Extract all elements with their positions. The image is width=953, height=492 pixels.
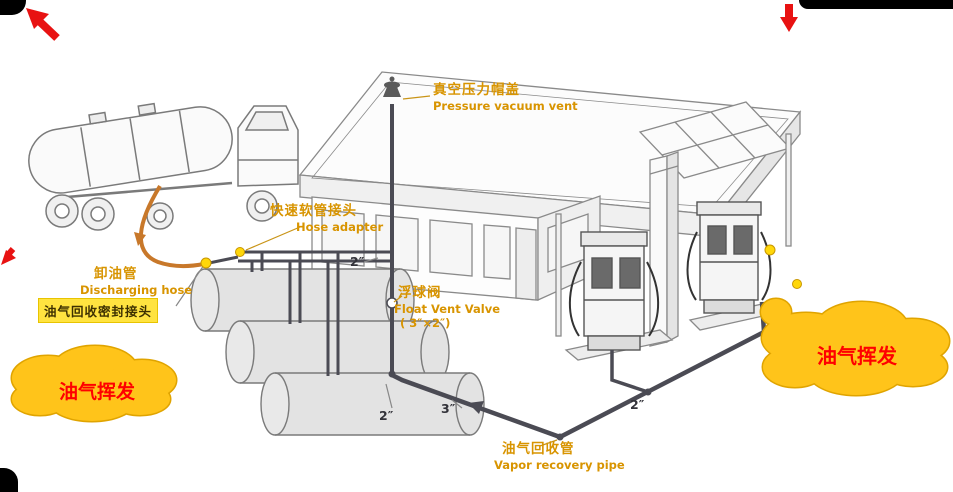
float-vent-valve-label-en: Float Vent Valve [394, 301, 500, 316]
truck-cab [237, 105, 299, 187]
float-vent-valve-label-zh: 浮球阀 [398, 285, 442, 301]
vapor-callout-right-text: 油气挥发 [817, 344, 897, 368]
hose-adapter-label-en: Hose adapter [296, 219, 384, 234]
corner-mask-top-right [799, 0, 953, 9]
fuel-dispenser-right [686, 201, 772, 314]
pressure-vent-label-zh: 真空压力帽盖 [433, 82, 520, 98]
vapor-leak-dot-icon [764, 244, 776, 256]
canopy-column [555, 213, 562, 337]
canopy-pillar [649, 151, 679, 347]
dispenser-screen [619, 257, 641, 289]
discharging-hose-label-zh: 卸油管 [94, 266, 138, 282]
vapor-recovery-pipe-label-zh: 油气回收管 [502, 441, 575, 457]
pressure-vacuum-vent-cap [383, 76, 401, 97]
red-arrow-top-right-icon [780, 4, 798, 32]
discharging-hose-label: 卸油管 Discharging hose [80, 266, 192, 297]
fuel-hose [646, 261, 660, 337]
fuel-dispenser-left [568, 231, 660, 351]
pressure-vent-label: 真空压力帽盖 Pressure vacuum vent [433, 82, 578, 113]
vapor-leak-dot-icon [235, 247, 245, 257]
dispenser-screen [733, 225, 753, 255]
dispenser-branch-pipe [610, 350, 649, 394]
fuel-hose [568, 261, 582, 337]
vapor-callout-left-text: 油气挥发 [58, 381, 135, 403]
kiosk-window [429, 219, 473, 277]
kiosk-door [515, 227, 537, 301]
vapor-recovery-pipe-label: 油气回收管 Vapor recovery pipe [494, 441, 625, 472]
vapor-pipe-network [208, 104, 767, 441]
float-vent-valve-symbol [386, 297, 398, 309]
truck-wheels [45, 190, 278, 231]
float-vent-valve-label-size: ( 3″×2″) [400, 316, 451, 331]
pipe-size-tank-riser: 2″ [379, 408, 394, 423]
hose-flow-arrow-icon [134, 232, 146, 246]
vapor-leak-dot-icon [792, 279, 802, 289]
pipe-size-main: 3″ [441, 401, 456, 416]
canopy-column [785, 133, 792, 247]
red-pointer-arrows [1, 4, 798, 265]
fuel-hose [760, 231, 772, 301]
sealed-connector-label: 油气回收密封接头 [38, 298, 159, 323]
red-arrow-top-left-icon [26, 8, 60, 41]
pipe-size-header: 2″ [350, 254, 365, 269]
pipe-junction [388, 370, 396, 378]
hose-adapter-label-zh: 快速软管接头 [270, 203, 357, 219]
tank-trailer [28, 102, 233, 194]
kiosk-window [483, 224, 511, 280]
kiosk-window [375, 214, 419, 272]
discharging-hose-label-en: Discharging hose [80, 282, 193, 297]
label-leader-lines [175, 95, 558, 447]
pipe-flow-arrow-icon [468, 401, 484, 414]
corner-mask-bottom-left [0, 468, 18, 492]
tanker-truck [28, 102, 299, 231]
vapor-leak-dot-icon [200, 257, 212, 269]
storage-tank-3 [260, 372, 485, 436]
pipe-junction [644, 388, 652, 396]
float-vent-valve-label: 浮球阀 Float Vent Valve ( 3″×2″) [394, 285, 500, 331]
dispenser-screen [591, 257, 613, 289]
pipe-junction [556, 433, 564, 441]
pipe-size-dispenser-branch: 2″ [630, 397, 645, 412]
discharging-hose-shape [134, 184, 205, 269]
vapor-leak-dots [200, 244, 802, 289]
dispenser-screen [707, 225, 727, 255]
red-arrow-left-edge-icon [1, 247, 16, 265]
fuel-hose [686, 231, 698, 301]
corner-mask-top-left [0, 0, 26, 15]
hose-adapter-label: 快速软管接头 Hose adapter [270, 203, 383, 234]
pressure-vent-label-en: Pressure vacuum vent [433, 98, 578, 113]
vapor-recovery-pipe-label-en: Vapor recovery pipe [494, 457, 625, 472]
